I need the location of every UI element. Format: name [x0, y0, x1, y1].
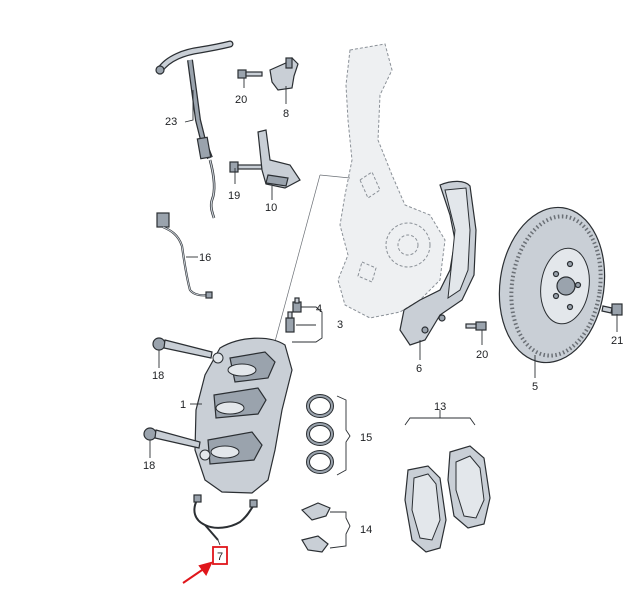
red-arrowhead-icon — [198, 561, 213, 576]
bolt-20-lower — [465, 321, 487, 331]
callout-16: 16 — [199, 252, 211, 264]
steering-knuckle — [337, 43, 446, 319]
reference-line-knuckle-top — [319, 174, 351, 179]
caliper-bolt-18-lower — [143, 427, 201, 449]
callout-18-lower: 18 — [143, 460, 155, 472]
bolt-20-upper — [237, 69, 263, 79]
callout-20-upper: 20 — [235, 94, 247, 106]
disc-screw-21 — [601, 303, 623, 316]
callout-6: 6 — [416, 363, 422, 375]
leader-lines — [149, 78, 618, 549]
callout-23: 23 — [165, 116, 177, 128]
callout-8: 8 — [283, 108, 289, 120]
piston-seals-15 — [306, 394, 334, 474]
callout-4: 4 — [316, 303, 322, 315]
callout-1: 1 — [180, 399, 186, 411]
highlight-box — [212, 546, 228, 565]
pad-springs-14 — [300, 502, 331, 553]
callout-10: 10 — [265, 202, 277, 214]
bracket-10 — [257, 129, 301, 189]
brake-hose — [155, 40, 234, 219]
brake-caliper — [194, 337, 293, 494]
callout-13: 13 — [434, 401, 446, 413]
bleeder-screw-4 — [292, 297, 302, 313]
splash-shield — [399, 180, 477, 346]
brake-disc — [498, 206, 606, 364]
callout-21: 21 — [611, 335, 623, 347]
callout-20-lower: 20 — [476, 349, 488, 361]
caliper-bolt-18-upper — [152, 337, 213, 359]
wear-sensor-7 — [193, 494, 258, 541]
callout-labels: 23 20 8 19 10 16 4 3 1 18 18 15 14 13 6 … — [143, 94, 623, 563]
callout-3: 3 — [337, 319, 343, 331]
red-arrow-icon — [182, 567, 206, 584]
callout-14: 14 — [360, 524, 372, 536]
callout-19: 19 — [228, 190, 240, 202]
callout-15: 15 — [360, 432, 372, 444]
callout-5: 5 — [532, 381, 538, 393]
highlight-part-7 — [182, 546, 228, 584]
bleeder-cap-3 — [285, 311, 295, 333]
callout-7: 7 — [217, 551, 223, 563]
wear-sensor-16 — [156, 212, 213, 299]
brake-pads-13 — [404, 445, 491, 553]
reference-line-knuckle — [269, 174, 321, 361]
bracket-8 — [269, 57, 299, 91]
callout-18-upper: 18 — [152, 370, 164, 382]
